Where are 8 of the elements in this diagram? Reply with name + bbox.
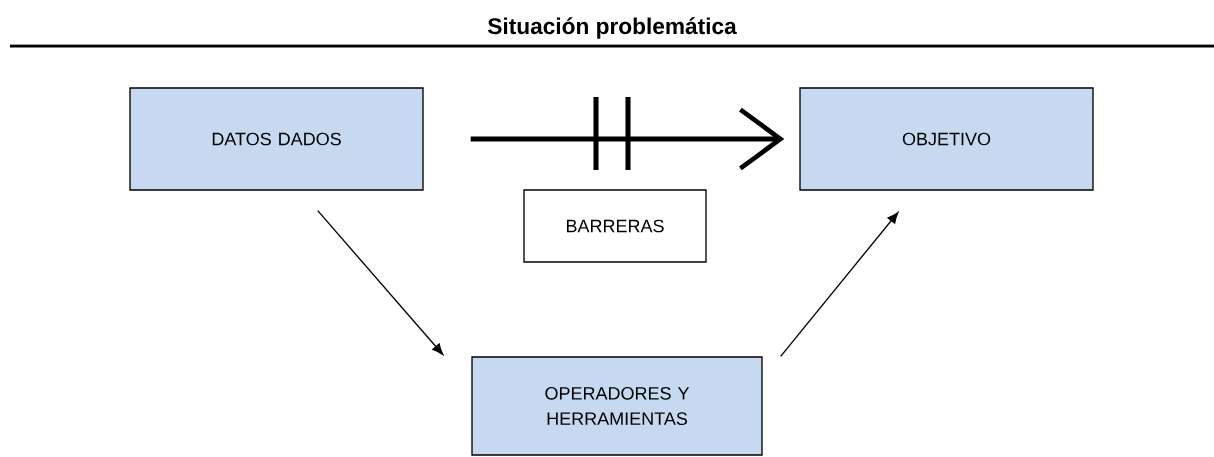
arrow <box>317 210 444 356</box>
title: Situación problemática <box>487 17 737 39</box>
arrow <box>470 107 785 171</box>
process-box: DATOS DADOS <box>129 87 424 191</box>
process-box: OBJETIVO <box>799 87 1094 191</box>
process-box: OPERADORES Y HERRAMIENTAS <box>471 356 763 456</box>
label-box: BARRERAS <box>523 189 707 263</box>
arrow <box>780 212 899 357</box>
